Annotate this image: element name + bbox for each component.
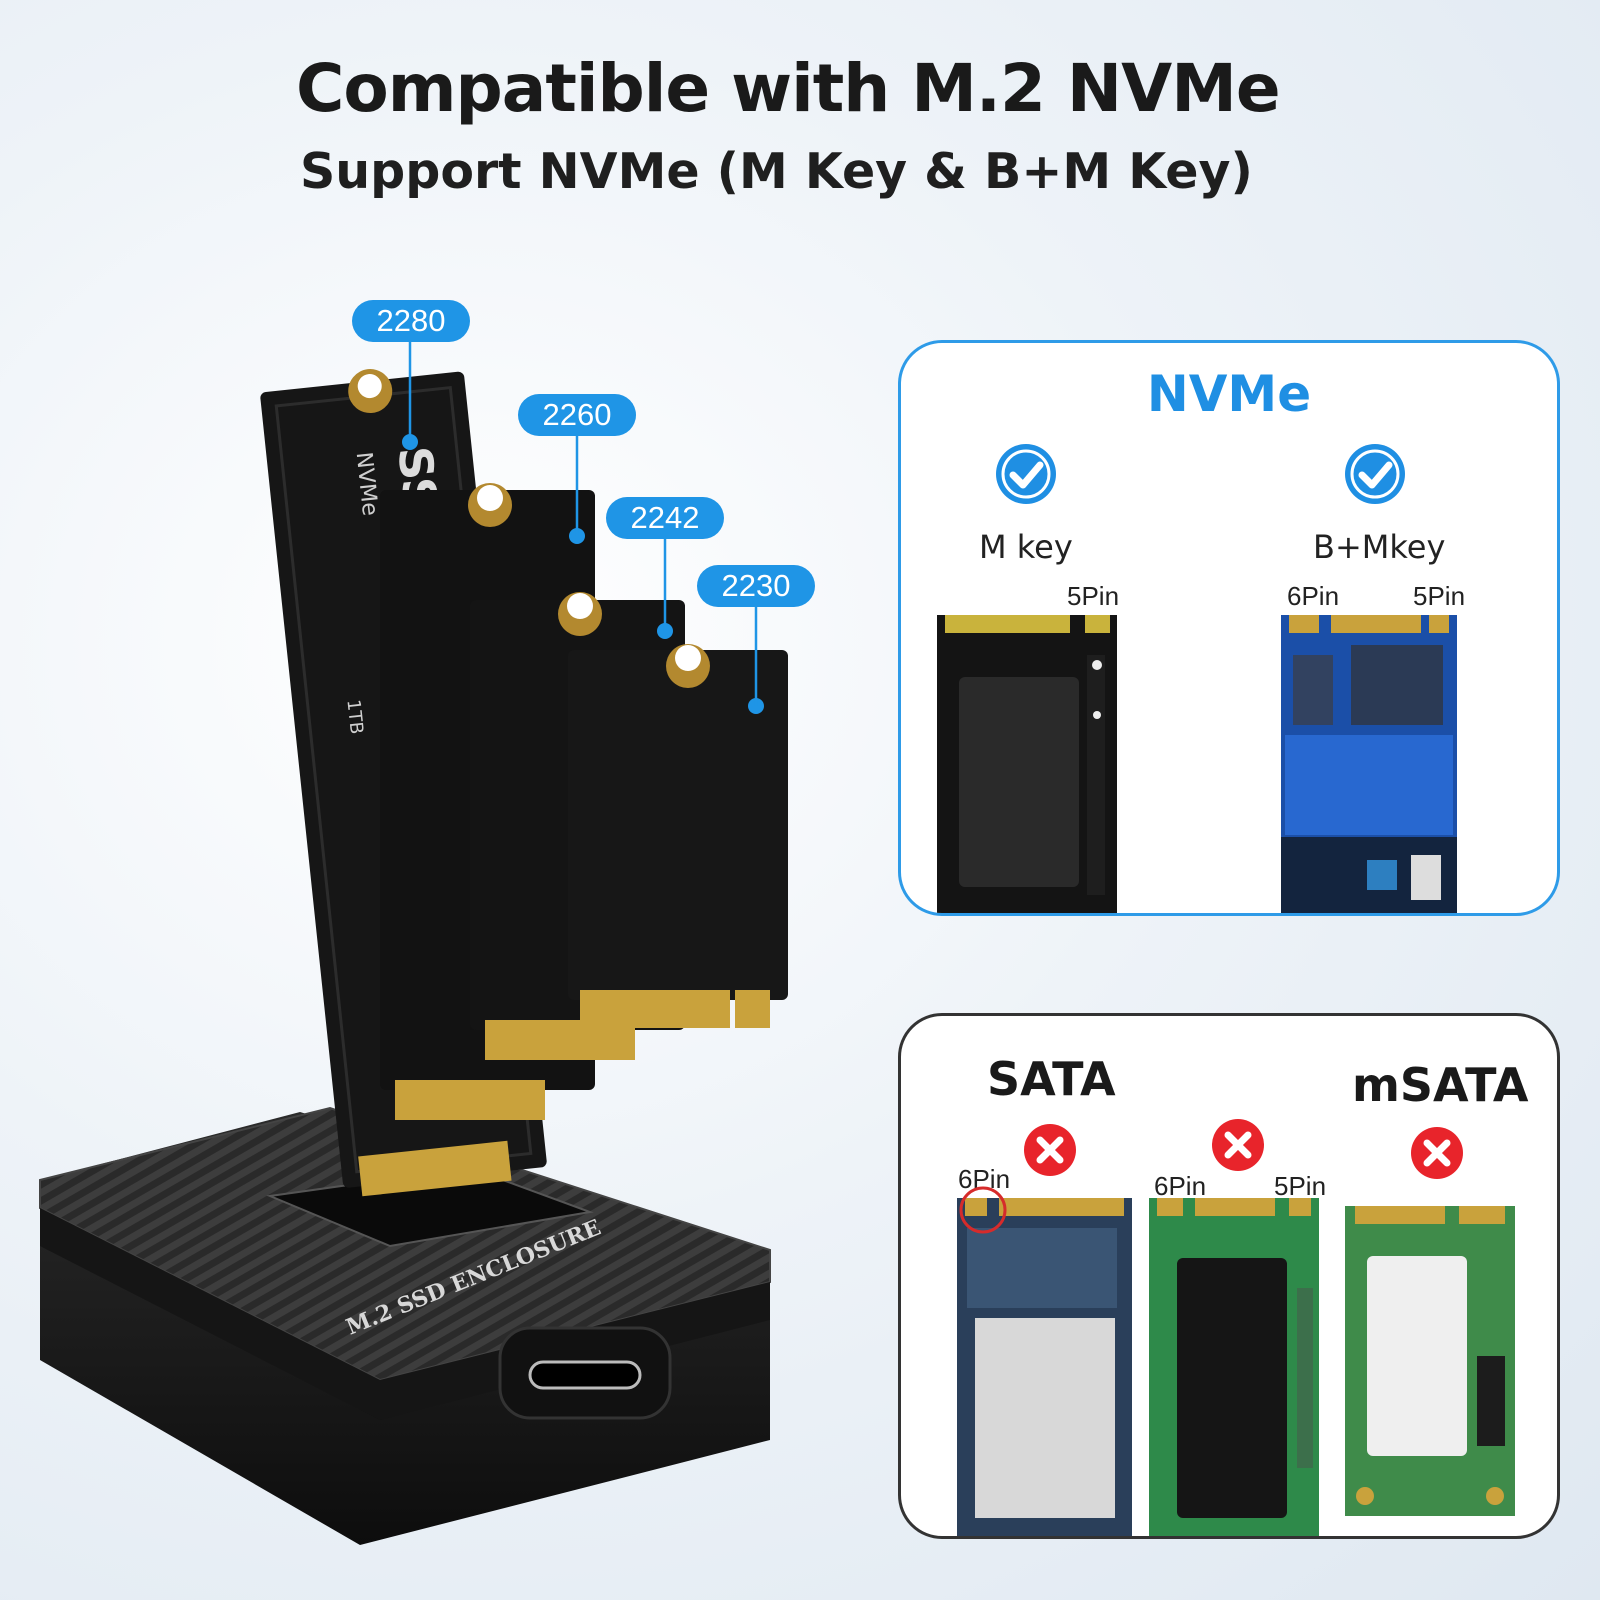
m-key-ssd-image: [937, 615, 1117, 913]
m-key-label: M key: [979, 528, 1073, 566]
sata-m-ssd-image: [957, 1186, 1132, 1536]
sata-bm-pin-left: 6Pin: [1154, 1171, 1207, 1201]
sata-m-pin-label: 6Pin: [958, 1164, 1011, 1194]
cross-circle-icon: [1024, 1124, 1076, 1176]
msata-heading: mSATA: [1352, 1058, 1529, 1112]
capacity-print: 1TB: [342, 698, 367, 735]
sata-panel: SATA mSATA 6Pin 6Pin 5Pin: [898, 1013, 1560, 1539]
product-illustration: M.2 SSD ENCLOSURE SSD NVMe 1TB: [39, 342, 788, 1545]
pin-highlight-circle: [959, 1186, 1007, 1234]
ssd-enclosure: M.2 SSD ENCLOSURE: [39, 1106, 771, 1545]
nvme-heading: NVMe: [1146, 365, 1312, 423]
bm-key-pin-right: 5Pin: [1413, 581, 1466, 611]
size-label-2242: 2242: [606, 497, 724, 539]
size-label-2230: 2230: [697, 565, 815, 607]
sata-bm-ssd-image: [1149, 1198, 1319, 1536]
page-subtitle: Support NVMe (M Key & B+M Key): [300, 143, 1253, 200]
size-label-2260: 2260: [518, 394, 636, 436]
size-marker: [402, 434, 418, 450]
bm-key-label: B+Mkey: [1313, 528, 1446, 566]
page-title: Compatible with M.2 NVMe: [296, 50, 1281, 127]
nvme-panel: NVMe M key B+Mkey 5Pin 6Pin 5Pin: [898, 340, 1560, 916]
sata-heading: SATA: [987, 1052, 1116, 1106]
check-circle-icon: [996, 444, 1056, 504]
msata-ssd-image: [1345, 1206, 1515, 1516]
bm-key-pin-left: 6Pin: [1287, 581, 1340, 611]
ssd-2230: [568, 644, 788, 1028]
bm-key-ssd-image: [1281, 615, 1457, 913]
m-key-pin-label: 5Pin: [1067, 581, 1120, 611]
cross-circle-icon: [1411, 1127, 1463, 1179]
check-circle-icon: [1345, 444, 1405, 504]
cross-circle-icon: [1212, 1119, 1264, 1171]
size-label-2280: 2280: [352, 300, 470, 342]
sata-bm-pin-right: 5Pin: [1274, 1171, 1327, 1201]
size-leader-lines: [408, 342, 758, 706]
usb-c-icon: [528, 1360, 642, 1390]
